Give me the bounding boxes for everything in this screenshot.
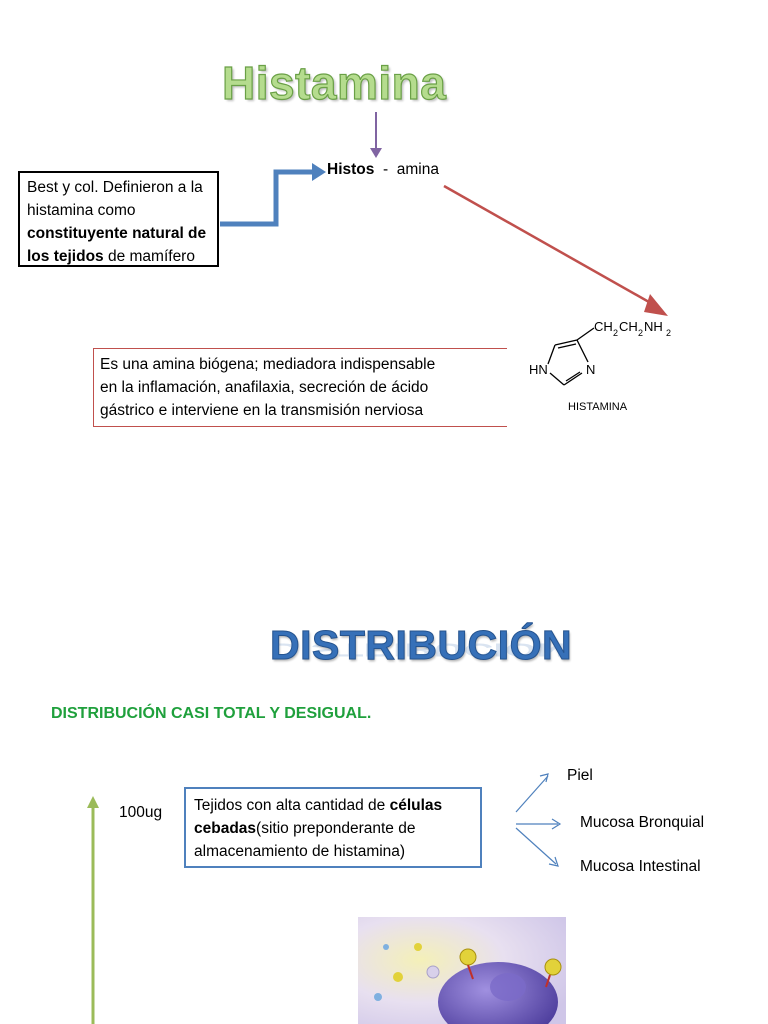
side-chain-ch2-1: CH [594, 319, 613, 334]
mast-cell-illustration [358, 917, 566, 1024]
amine-nh2: NH [644, 319, 663, 334]
molecule-caption: HISTAMINA [568, 401, 628, 413]
tissue-bold1: células [389, 797, 443, 814]
page-title-distribucion: DISTRIBUCIÓN [269, 622, 573, 669]
etymology-amina: amina [396, 161, 439, 178]
etymology-histos: Histos [327, 161, 375, 178]
page-title-histamina: Histamina [221, 56, 447, 109]
description-line2: en la inflamación, anafilaxia, secreción… [100, 379, 429, 396]
side-chain-ch2-2: CH [619, 319, 638, 334]
scale-label: 100ug [119, 804, 163, 821]
etymology-separator: - [374, 161, 397, 178]
red-diagonal-arrow [443, 184, 668, 316]
green-up-arrow [87, 796, 99, 1024]
etymology: Histos - amina [327, 161, 439, 179]
tissue-line3: almacenamiento de histamina) [194, 843, 406, 860]
tissue-pre: Tejidos con alta cantidad de [194, 797, 390, 814]
definition-line2: histamina como [27, 202, 136, 219]
sub-2-a: 2 [613, 328, 618, 338]
sub-2-b: 2 [638, 328, 643, 338]
target-piel: Piel [567, 767, 593, 784]
ring-hn: HN [529, 362, 548, 377]
ring-n: N [586, 362, 595, 377]
target-mucosa-bronquial: Mucosa Bronquial [580, 814, 705, 831]
definition-bold1: constituyente natural de [27, 225, 207, 242]
tissue-bold2: cebadas [194, 820, 257, 837]
tissue-post: (sitio preponderante de [256, 820, 416, 837]
description-line3: gástrico e interviene en la transmisión … [100, 402, 424, 419]
branch-arrows [515, 773, 562, 867]
distribution-subtitle: DISTRIBUCIÓN CASI TOTAL Y DESIGUAL. [51, 705, 372, 722]
definition-line1: Best y col. Definieron a la [27, 179, 203, 196]
title-reflection: DISTRIBUCIÓN [270, 639, 567, 660]
histamine-structure-diagram: CH 2 CH 2 NH 2 HN N HISTAMINA [529, 319, 671, 413]
purple-down-arrow [370, 112, 382, 158]
definition-bold2: los tejidos [27, 248, 104, 265]
definition-box: Best y col. Definieron a la histamina co… [18, 171, 219, 267]
description-box: Es una amina biógena; mediadora indispen… [93, 348, 507, 427]
blue-elbow-arrow [220, 163, 326, 227]
target-mucosa-intestinal: Mucosa Intestinal [580, 858, 701, 875]
description-line1: Es una amina biógena; mediadora indispen… [100, 356, 436, 373]
tissue-box: Tejidos con alta cantidad de células ceb… [184, 787, 482, 868]
definition-tail: de mamífero [103, 248, 195, 265]
sub-2-c: 2 [666, 328, 671, 338]
